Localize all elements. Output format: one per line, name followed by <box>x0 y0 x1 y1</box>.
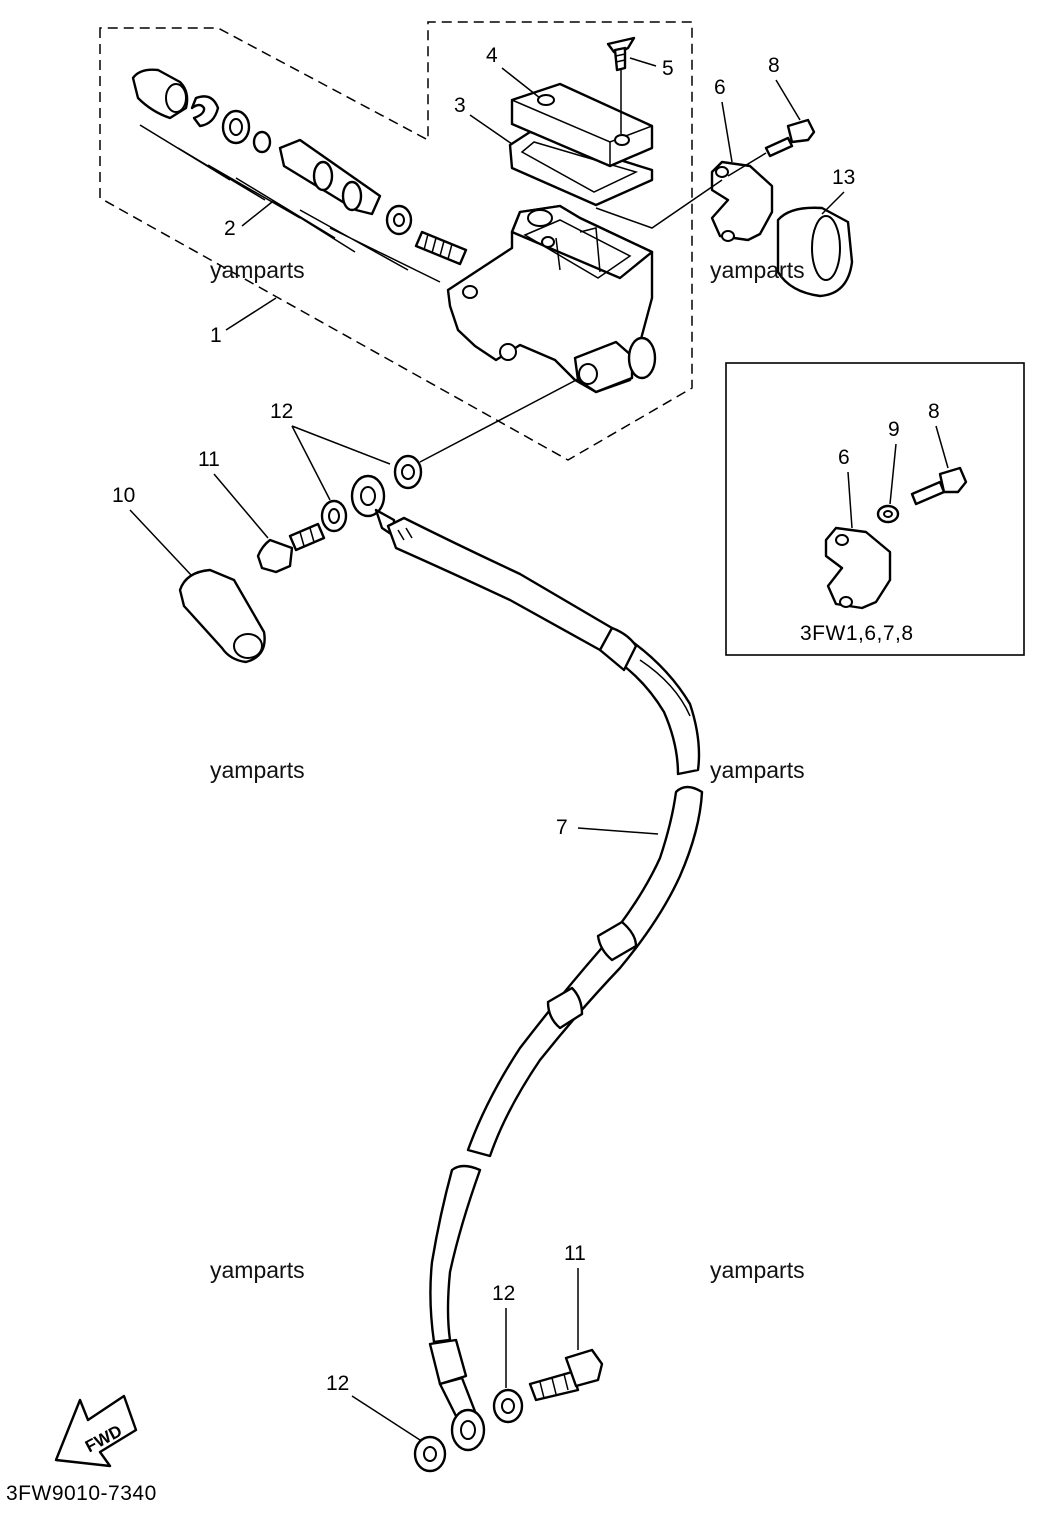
inset-callout-9: 9 <box>888 418 900 441</box>
callout-10: 10 <box>112 484 135 507</box>
callout-1: 1 <box>210 324 222 347</box>
callout-3: 3 <box>454 94 466 117</box>
piston-kit <box>131 68 468 283</box>
watermark: yamparts <box>210 1257 305 1283</box>
callout-2: 2 <box>224 217 236 240</box>
callout-13: 13 <box>832 166 855 189</box>
watermark: yamparts <box>710 757 805 783</box>
cap-screw <box>606 36 636 134</box>
callout-7: 7 <box>556 816 568 839</box>
callout-11-bottom: 11 <box>564 1242 586 1265</box>
callout-12-bottom-left: 12 <box>326 1372 349 1395</box>
callout-6: 6 <box>714 76 726 99</box>
callout-12: 12 <box>270 400 293 423</box>
brake-hose: 7 <box>386 516 704 1452</box>
inset-panel: 6 9 8 3FW1,6,7,8 <box>725 362 1025 656</box>
callout-4: 4 <box>486 44 498 67</box>
watermark: yamparts <box>710 1257 805 1283</box>
callout-5: 5 <box>662 57 674 80</box>
fwd-arrow-icon: FWD <box>54 1394 138 1468</box>
master-cylinder-body <box>446 204 657 394</box>
reservoir-cap <box>508 82 654 207</box>
lower-union: 12 11 12 <box>326 1242 604 1473</box>
watermark: yamparts <box>210 257 305 283</box>
diagram-code: 3FW9010-7340 <box>6 1482 157 1505</box>
callout-8: 8 <box>768 54 780 77</box>
watermark: yamparts <box>710 257 805 283</box>
inset-caption: 3FW1,6,7,8 <box>800 622 914 645</box>
inset-callout-8: 8 <box>928 400 940 423</box>
upper-union: 12 11 10 <box>112 377 581 664</box>
holder-assembly <box>595 118 854 298</box>
callout-11: 11 <box>198 448 220 471</box>
watermark: yamparts <box>210 757 305 783</box>
callout-12-bottom: 12 <box>492 1282 515 1305</box>
inset-callout-6: 6 <box>838 446 850 469</box>
